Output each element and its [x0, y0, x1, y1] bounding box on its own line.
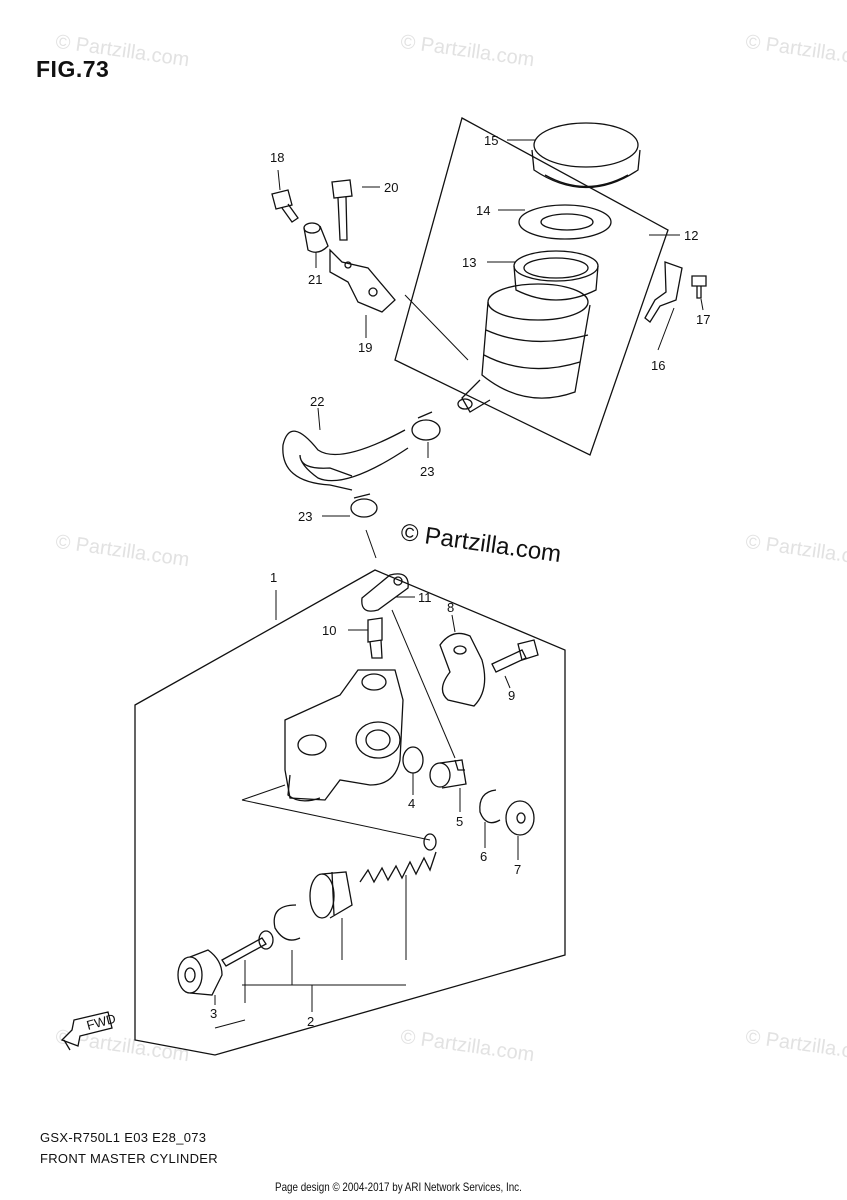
piston-cup [309, 871, 353, 919]
spring [359, 851, 437, 884]
callout-2: 2 [307, 1014, 314, 1029]
callout-3: 3 [210, 1006, 217, 1021]
callout-19: 19 [358, 340, 372, 355]
reservoir-group-outline [394, 117, 669, 456]
callout-12: 12 [684, 228, 698, 243]
callout-23-lower: 23 [298, 509, 312, 524]
hose-clamp-lower [350, 493, 378, 518]
reservoir-cap [531, 122, 641, 189]
diagram-title: FRONT MASTER CYLINDER [40, 1151, 218, 1166]
fitting-11 [361, 573, 409, 612]
callout-10: 10 [322, 623, 336, 638]
callout-7: 7 [514, 862, 521, 877]
callout-5: 5 [456, 814, 463, 829]
diaphragm [513, 250, 599, 301]
callout-14: 14 [476, 203, 490, 218]
reservoir-body [457, 283, 591, 413]
connector [429, 759, 467, 789]
callout-1: 1 [270, 570, 277, 585]
callout-4: 4 [408, 796, 415, 811]
figure-label: FIG.73 [36, 56, 110, 82]
bolt-18 [271, 189, 299, 223]
callout-9: 9 [508, 688, 515, 703]
bleed-valve [367, 617, 383, 659]
callout-17: 17 [696, 312, 710, 327]
callout-21: 21 [308, 272, 322, 287]
reservoir-bracket [329, 248, 396, 313]
dust-boot [177, 949, 223, 996]
callout-8: 8 [447, 600, 454, 615]
push-rod [221, 930, 274, 967]
callout-6: 6 [480, 849, 487, 864]
spring-cap [423, 833, 437, 851]
fwd-label: FWD [85, 1011, 117, 1033]
callout-15: 15 [484, 133, 498, 148]
handlebar-clamp [439, 632, 486, 707]
callout-20: 20 [384, 180, 398, 195]
master-cylinder-group-outline [134, 569, 566, 1056]
bolt-20 [331, 179, 353, 241]
collar-21 [303, 222, 329, 253]
bolt-9 [491, 639, 539, 673]
hose [282, 429, 409, 491]
callout-11: 11 [418, 590, 432, 605]
snap-ring [273, 904, 301, 941]
master-cylinder-body [284, 669, 404, 802]
hose-clamp-upper [411, 411, 441, 441]
washer [505, 800, 535, 836]
callout-13: 13 [462, 255, 476, 270]
clamp-16 [644, 261, 683, 323]
diaphragm-plate [518, 204, 612, 240]
callout-22: 22 [310, 394, 324, 409]
circlip [479, 789, 501, 824]
screw-17 [691, 275, 707, 299]
o-ring [402, 746, 424, 774]
page-credit: Page design © 2004-2017 by ARI Network S… [275, 1180, 522, 1194]
callout-16: 16 [651, 358, 665, 373]
fwd-arrow-icon [60, 1011, 113, 1051]
callout-23-upper: 23 [420, 464, 434, 479]
model-code: GSX-R750L1 E03 E28_073 [40, 1130, 207, 1145]
callout-18: 18 [270, 150, 284, 165]
